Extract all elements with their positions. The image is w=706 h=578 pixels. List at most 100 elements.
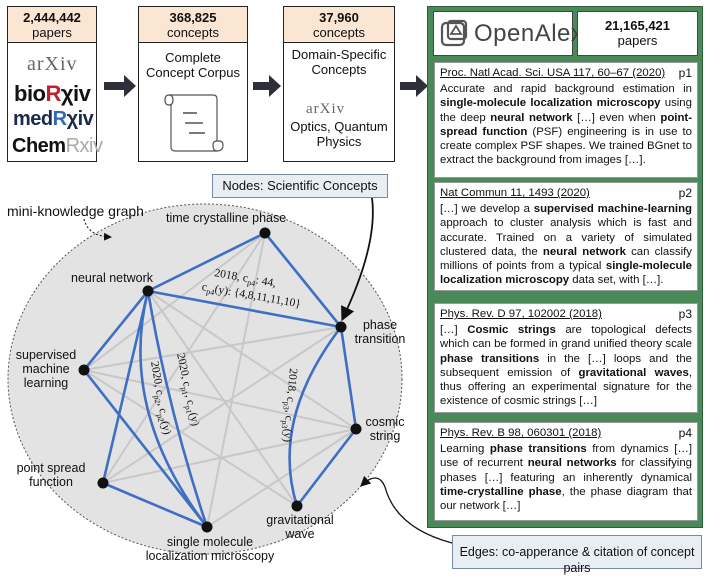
nodes-callout-arrow [341,197,374,322]
abstract-text: […] [440,324,468,337]
paper-abstract: Learning phase transitions from dynamics… [440,442,692,513]
faint-edges [83,232,357,528]
svg-text:2018, cp3, cp3(y): 2018, cp3, cp3(y) [279,368,299,443]
highlighted-concept: single-molecule localization microscopy [440,260,692,287]
abstract-text: approach to cluster analysis which is fa… [440,217,692,258]
chemrxiv-logo: ChemRxiv [12,135,103,157]
domain-header: 37,960 concepts [284,7,394,43]
highlighted-concept: Cosmic strings [467,324,556,337]
node-gravitational-wave [291,500,303,512]
label-cosmic-string: cosmic string [365,415,405,443]
paper-id: p4 [678,426,692,440]
highlighted-concept: neural network [542,245,626,258]
label-supervised-machine-learning: supervised machine learning [15,348,77,390]
corpus-box: 368,825 concepts Complete Concept Corpus [138,6,248,162]
corpus-count: 368,825 [169,10,217,25]
node-supervised-machine-learning [78,364,90,376]
edge-label-p2: 2020, cp2, cp2(y) [146,360,173,436]
paper-ref[interactable]: Phys. Rev. B 98, 060301 (2018) [440,427,602,439]
corpus-header: 368,825 concepts [139,7,247,43]
label-single-molecule-localization-microscopy: single molecule localization microscopy [145,535,275,563]
node-time-crystalline-phase [259,227,271,239]
paper-id: p1 [678,66,692,80]
highlighted-concept: neural network [490,111,573,124]
strong-edges [82,231,358,529]
label-point-spread-function: point spread function [16,461,86,489]
node-cosmic-string [350,423,362,435]
highlighted-concept: point-spread function [440,111,692,138]
sources-count: 2,444,442 [23,10,81,25]
abstract-text: can classify millions of points from a t… [440,245,692,273]
highlighted-concept: time-crystalline phase [440,485,562,498]
paper-ref[interactable]: Nat Commun 11, 1493 (2020) [440,187,590,199]
paper-id: p2 [678,186,692,200]
abstract-text: , thus offering an experimental signatur… [440,366,693,408]
highlighted-concept: gravitational waves [578,366,689,379]
openalex-count-box: 21,165,421 papers [577,11,698,56]
highlighted-concept: phase transitions [440,352,540,365]
sources-unit: papers [32,25,72,40]
paper-p3: p3 Phys. Rev. D 97, 102002 (2018) […] Co… [434,303,698,413]
node-single-molecule-localization-microscopy [201,521,213,533]
node-point-spread-function [97,477,109,489]
highlighted-concept: phase transitions [489,443,587,456]
edges-callout-arrow [360,475,453,544]
abstract-text: for classifying phases […] featuring an … [440,457,692,484]
paper-abstract: […] Cosmic strings are topological defec… [440,323,692,408]
sources-box: 2,444,442 papers arXiv bioRχiv medRχiv C… [7,6,103,162]
openalex-unit: papers [617,33,658,48]
abstract-text: , the phase diagram that our network […] [440,485,692,513]
domain-box: 37,960 concepts Domain-Specific Concepts… [283,6,395,162]
edge-label-p3: 2018, cp3, cp3(y) [279,368,299,443]
medrxiv-logo: medRχiv [13,108,94,130]
label-gravitational-wave: gravitational wave [266,513,334,541]
highlighted-concept: neural networks [527,457,617,470]
paper-abstract: Accurate and rapid background estimation… [440,82,692,167]
abstract-text: Accurate and rapid background estimation… [440,83,692,96]
corpus-label: Complete Concept Corpus [146,50,240,80]
highlighted-concept: supervised machine-learning [533,203,692,216]
node-neural-network [142,285,154,297]
abstract-text: […] we develop a [440,203,534,216]
abstract-text: data set, with […]. [569,274,664,287]
abstract-text: […] even when [572,111,661,124]
openalex-name: OpenAlex [474,20,584,47]
label-neural-network: neural network [71,271,153,285]
domain-arxiv-logo: arXiv [306,101,346,117]
abstract-text: in the […] loops and the subsequent emis… [440,352,692,379]
highlighted-concept: single-molecule localization microscopy [440,97,661,110]
paper-p1: p1 Proc. Natl Acad. Sci. USA 117, 60–67 … [434,62,698,178]
abstract-text: from dynamics […] use of recurrent [440,443,693,470]
node-phase-transition [335,321,347,333]
abstract-text: (PSF) engineering is in use to create co… [440,125,692,167]
edges-callout: Edges: co-apperance & citation of concep… [452,535,702,575]
abstract-text: using the deep [440,97,692,124]
abstract-text: are topological defects which can be for… [440,324,692,351]
nodes-callout: Nodes: Scientific Concepts [212,174,388,198]
label-time-crystalline-phase: time crystalline phase [166,211,287,225]
svg-text:2018, cp4: 44,: 2018, cp4: 44, [213,267,277,292]
paper-p2: p2 Nat Commun 11, 1493 (2020) […] we dev… [434,182,698,291]
domain-count: 37,960 [319,10,359,25]
domain-fields: Optics, Quantum Physics [290,119,388,149]
paper-p4: p4 Phys. Rev. B 98, 060301 (2018) Learni… [434,422,698,521]
svg-text:2020, cp2, cp2(y): 2020, cp2, cp2(y) [146,360,173,436]
abstract-text: Learning [440,443,490,456]
openalex-logo-box: OpenAlex [433,11,583,56]
openalex-icon [440,19,468,47]
biorxiv-logo: bioRχiv [14,81,91,106]
scroll-icon [164,94,224,152]
corpus-unit: concepts [166,25,220,40]
domain-unit: concepts [312,25,366,40]
paper-abstract: […] we develop a supervised machine-lear… [440,202,692,287]
paper-id: p3 [678,307,692,321]
openalex-count: 21,165,421 [604,18,671,33]
arxiv-logo: arXiv [27,53,78,75]
paper-ref[interactable]: Proc. Natl Acad. Sci. USA 117, 60–67 (20… [440,67,666,79]
domain-label: Domain-Specific Concepts [291,47,387,77]
label-phase-transition: phase transition [354,318,406,346]
paper-ref[interactable]: Phys. Rev. D 97, 102002 (2018) [440,308,602,320]
graph-title: mini-knowledge graph [7,203,144,219]
sources-header: 2,444,442 papers [8,7,96,43]
